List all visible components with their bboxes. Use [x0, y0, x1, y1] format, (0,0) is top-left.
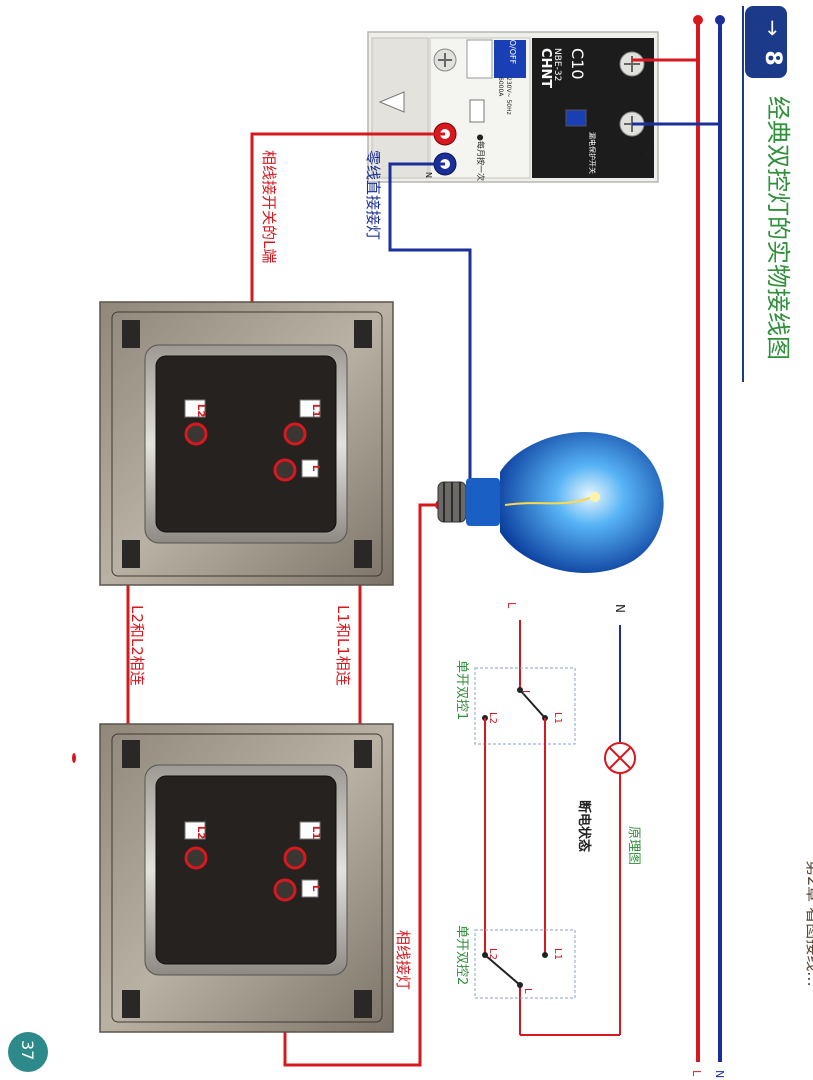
switch1-terminal-L1 — [283, 422, 307, 446]
breaker-clip — [378, 91, 405, 113]
schematic-state: 断电状态 — [576, 800, 592, 852]
mount-tab — [122, 320, 140, 348]
light-bulb-icon — [437, 431, 664, 573]
breaker-off-button[interactable] — [494, 40, 526, 78]
side-running-text: 第2章 看图接线... — [804, 860, 813, 987]
red-mark — [72, 753, 76, 763]
bus-L-label: L — [690, 1070, 703, 1077]
switch1-terminal-L — [273, 458, 297, 482]
section-badge: → 8 — [745, 6, 787, 78]
svg-text:L1: L1 — [552, 948, 563, 960]
bus-L-dot — [693, 15, 703, 25]
note-l2-link: L2和L2相连 — [128, 605, 146, 686]
circuit-breaker: O/OFF ●每月按一次 230V~ 50Hz 6000A N CHNT NBE… — [367, 31, 659, 183]
note-phase-to-switch: 相线接开关的L端 — [260, 150, 278, 263]
bus-N-dot — [715, 15, 725, 25]
page-number: 37 — [18, 1040, 37, 1060]
bus-N-label: N — [713, 1070, 726, 1078]
schematic-switch1-label: 单开双控1 — [454, 660, 469, 720]
monthly-test-note: ●每月按一次 — [476, 134, 486, 181]
schematic-title: 原理图 — [626, 826, 641, 865]
test-button[interactable] — [469, 99, 485, 123]
schematic-N-label: N — [613, 604, 627, 613]
bus-lines: L N — [690, 15, 726, 1078]
leakage-label: 漏电保护开关 — [588, 132, 597, 174]
switch2-terminal-L — [273, 878, 297, 902]
svg-text:6000A: 6000A — [497, 77, 504, 97]
note-l1-link: L1和L1相连 — [334, 605, 352, 686]
arrow-glyph: → — [761, 20, 785, 37]
svg-text:N: N — [643, 150, 652, 156]
switch1-label-L1: L1 — [310, 404, 321, 417]
switch2-label-L1: L1 — [310, 826, 321, 839]
schematic-switch2-box — [474, 929, 576, 999]
switch-1: L2 L1 L — [99, 301, 394, 586]
switch1-label-L2: L2 — [195, 404, 206, 417]
svg-text:L2: L2 — [487, 712, 498, 724]
svg-text:O/OFF: O/OFF — [508, 40, 517, 65]
schematic-L-label: L — [505, 602, 518, 609]
switch-2: L2 L1 L — [99, 723, 394, 1033]
switch2-terminal-L1 — [283, 846, 307, 870]
note-phase-to-lamp: 相线接灯 — [394, 930, 412, 990]
svg-text:L: L — [522, 988, 533, 994]
schematic-switch1-lever — [519, 689, 546, 719]
switch2-terminal-L2 — [184, 846, 208, 870]
switch2-label-L2: L2 — [195, 826, 206, 839]
page-title: 经典双控灯的实物接线图 — [764, 96, 792, 360]
schematic-switch2-label: 单开双控2 — [454, 925, 469, 985]
svg-text:L1: L1 — [552, 712, 563, 724]
note-neutral-to-lamp: 零线直接接灯 — [364, 150, 382, 240]
page-number-badge: 37 — [8, 1032, 48, 1072]
wire-neutral-to-lamp — [388, 162, 472, 490]
svg-text:L: L — [520, 690, 531, 696]
svg-text:230V~ 50Hz: 230V~ 50Hz — [505, 77, 512, 115]
svg-text:N: N — [424, 172, 433, 178]
switch1-terminal-L2 — [184, 422, 208, 446]
section-number: 8 — [760, 50, 785, 65]
switch2-label-L: L — [310, 885, 321, 892]
svg-text:L2: L2 — [487, 948, 498, 960]
breaker-brand: CHNT — [538, 48, 553, 88]
breaker-model: NBE-32 — [552, 48, 562, 81]
breaker-rating: C10 — [568, 48, 587, 80]
breaker-test-window — [565, 109, 587, 127]
switch1-label-L: L — [310, 465, 321, 472]
schematic: N 原理图 断电状态 L L L1 L2 单开双控1 L1 L2 L 单开双控2 — [454, 602, 641, 1036]
schematic-switch2-lever — [484, 954, 521, 986]
schematic-switch1-box — [474, 667, 576, 745]
